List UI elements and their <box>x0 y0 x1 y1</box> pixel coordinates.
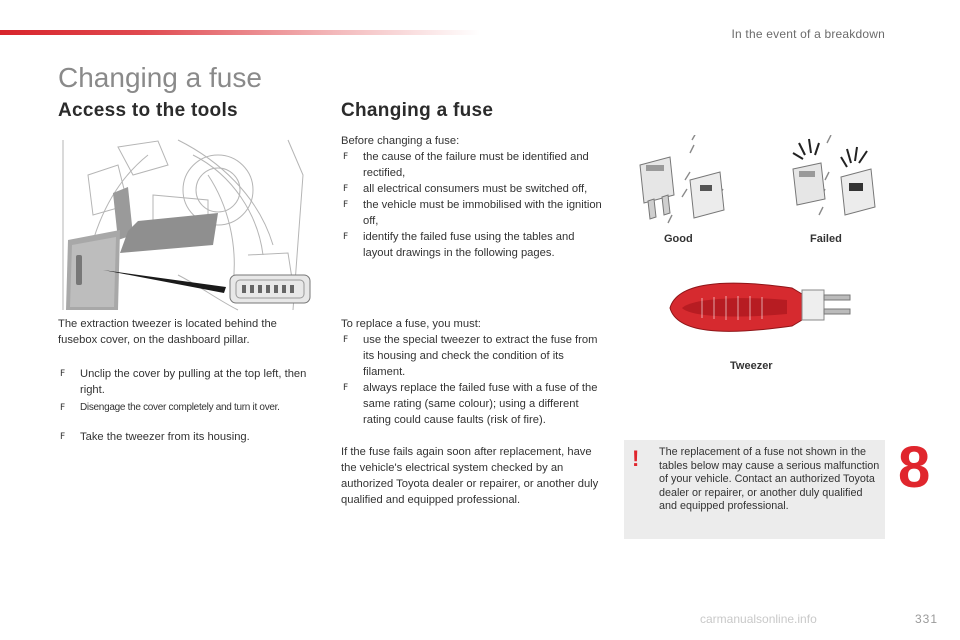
list-item: Take the tweezer from its housing. <box>58 429 320 445</box>
failed-fuse-illustration <box>792 135 876 216</box>
exclamation-icon: ! <box>632 446 640 471</box>
replace-list: use the special tweezer to extract the f… <box>341 332 606 428</box>
access-steps-list: Unclip the cover by pulling at the top l… <box>58 366 320 416</box>
page-number: 331 <box>914 612 938 626</box>
watermark: carmanualsonline.info <box>700 612 817 626</box>
tweezer-illustration <box>669 282 851 332</box>
list-item: the vehicle must be immobilised with the… <box>341 197 606 229</box>
access-steps-list-2: Take the tweezer from its housing. <box>58 429 320 445</box>
list-item: identify the failed fuse using the table… <box>341 229 606 261</box>
list-item: always replace the failed fuse with a fu… <box>341 380 606 428</box>
failed-label: Failed <box>810 233 842 245</box>
page-title: Changing a fuse <box>58 62 262 93</box>
list-item: use the special tweezer to extract the f… <box>341 332 606 380</box>
changing-fuse-heading: Changing a fuse <box>341 100 494 121</box>
list-item: Disengage the cover completely and turn … <box>58 400 320 416</box>
list-item: the cause of the failure must be identif… <box>341 149 606 181</box>
dashboard-pillar-illustration <box>58 135 318 315</box>
tweezer-location-text: The extraction tweezer is located behind… <box>58 318 277 346</box>
replace-intro: To replace a fuse, you must: <box>341 318 481 330</box>
before-list: the cause of the failure must be identif… <box>341 149 606 261</box>
tweezer-label: Tweezer <box>730 360 773 372</box>
good-label: Good <box>664 233 693 245</box>
list-item: Unclip the cover by pulling at the top l… <box>58 366 320 398</box>
list-item: all electrical consumers must be switche… <box>341 181 606 197</box>
access-tools-heading: Access to the tools <box>58 100 238 121</box>
section-header: In the event of a breakdown <box>731 27 885 41</box>
header-accent-bar <box>0 30 480 35</box>
warning-box: ! The replacement of a fuse not shown in… <box>624 440 885 539</box>
good-fuse-illustration <box>639 135 725 224</box>
closing-text: If the fuse fails again soon after repla… <box>341 446 599 506</box>
before-intro: Before changing a fuse: <box>341 135 460 147</box>
warning-text: The replacement of a fuse not shown in t… <box>659 446 880 513</box>
chapter-number: 8 <box>898 435 931 500</box>
